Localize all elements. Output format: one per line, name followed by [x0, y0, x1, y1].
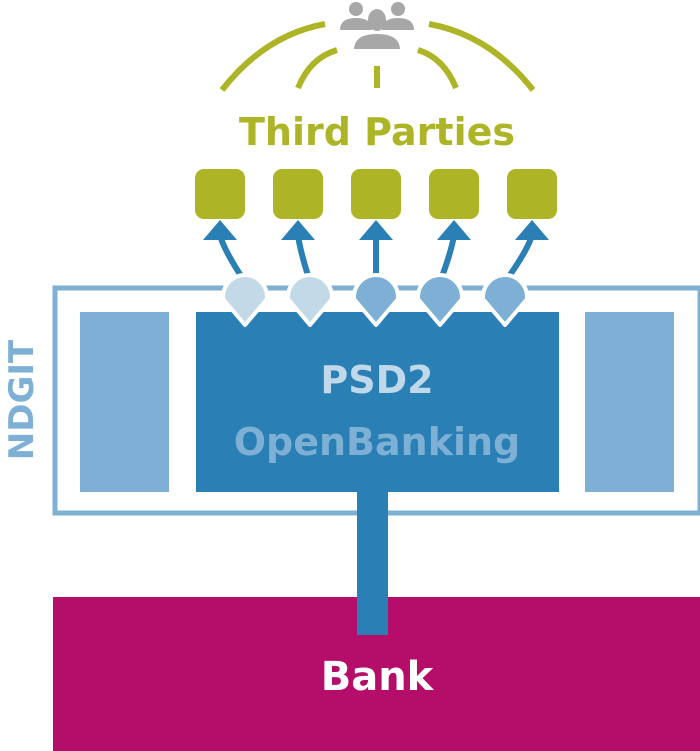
psd2-block [196, 312, 559, 492]
connector-pin-icon [221, 273, 269, 327]
pin-shape [221, 273, 269, 327]
ndgit-left-panel [80, 312, 169, 492]
connector-pin-icon [481, 273, 529, 327]
arrow-head-icon [203, 220, 237, 240]
third-party-box [273, 169, 323, 219]
psd2-label: PSD2 [320, 358, 433, 402]
arrow-head-icon [437, 220, 471, 240]
outer-arc-left [219, 21, 326, 92]
third-party-nodes [195, 169, 557, 327]
third-party-box [429, 169, 479, 219]
third-party-box [507, 169, 557, 219]
arrow-head-icon [359, 220, 393, 240]
connector-pin-icon [352, 273, 400, 327]
ndgit-right-panel [585, 312, 674, 492]
people-group-icon [340, 2, 414, 51]
connector-pin-icon [286, 273, 334, 327]
outer-arc-right [428, 21, 536, 92]
inner-arc-right [417, 47, 459, 90]
arrow-head-icon [281, 220, 315, 240]
openbanking-label: OpenBanking [234, 420, 521, 464]
third-party-box [195, 169, 245, 219]
ndgit-label: NDGIT [2, 339, 42, 460]
third-party-box [351, 169, 401, 219]
psd2-bank-connector [357, 480, 388, 635]
pin-shape [286, 273, 334, 327]
pin-shape [416, 273, 464, 327]
third-parties-title: Third Parties [239, 110, 515, 154]
broadcast-arcs [219, 21, 536, 92]
connector-pin-icon [416, 273, 464, 327]
bank-label: Bank [321, 654, 435, 700]
inner-arc-left [295, 47, 338, 90]
arrow-head-icon [515, 220, 549, 240]
pin-shape [352, 273, 400, 327]
pin-shape [481, 273, 529, 327]
